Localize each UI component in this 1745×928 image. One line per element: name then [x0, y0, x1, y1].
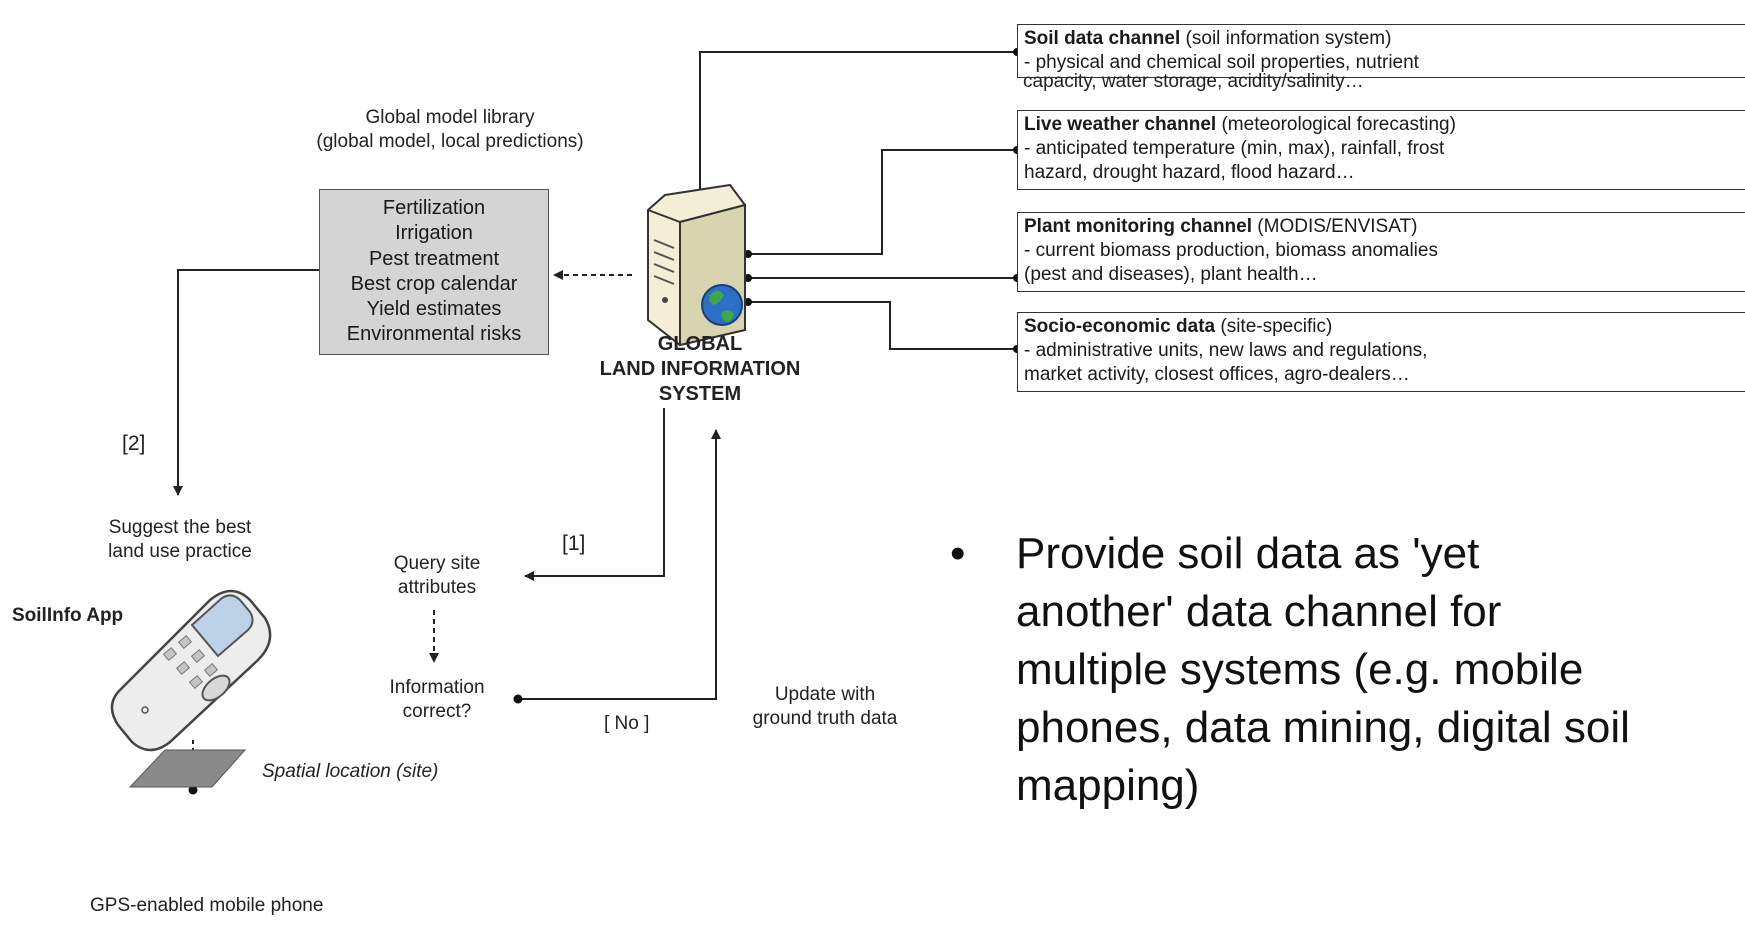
- service-item: Yield estimates: [366, 298, 502, 321]
- channel-desc-1: - physical and chemical soil properties,…: [1024, 52, 1419, 73]
- globe-icon: [701, 284, 743, 326]
- channel-plant: Plant monitoring channel (MODIS/ENVISAT)…: [1017, 212, 1745, 292]
- server-label: GLOBAL LAND INFORMATION SYSTEM: [570, 332, 830, 407]
- service-item: Pest treatment: [368, 247, 500, 270]
- arrow-step1: [524, 408, 665, 581]
- step-2-label: [2]: [122, 432, 146, 455]
- phone-label: GPS-enabled mobile phone: [90, 895, 324, 916]
- arrow-update: [518, 429, 721, 700]
- bullet-line-3: multiple systems (e.g. mobile: [1016, 645, 1584, 694]
- server-line-2: LAND INFORMATION: [599, 358, 801, 380]
- phone-icon: [110, 589, 272, 752]
- library-label: Global model library (global model, loca…: [260, 106, 640, 154]
- suggest-label: Suggest the best land use practice: [60, 516, 300, 564]
- channel-desc-2: (pest and diseases), plant health…: [1024, 264, 1318, 285]
- location-label: Spatial location (site): [262, 761, 439, 782]
- connector-soil: [699, 51, 1017, 195]
- bullet-line-1: Provide soil data as 'yet: [1016, 529, 1480, 578]
- channel-subtitle: (MODIS/ENVISAT): [1252, 216, 1418, 237]
- server-line-1: GLOBAL: [657, 333, 743, 355]
- update-line-2: ground truth data: [752, 708, 898, 729]
- query-line-1: Query site: [393, 553, 481, 574]
- channel-title: Plant monitoring channel: [1024, 216, 1253, 237]
- bullet-line-5: mapping): [1016, 761, 1200, 810]
- channel-desc-1: - current biomass production, biomass an…: [1024, 240, 1438, 261]
- channel-subtitle: (soil information system): [1180, 28, 1392, 49]
- suggest-line-2: land use practice: [108, 541, 252, 562]
- info-line-2: correct?: [402, 701, 472, 722]
- channel-title: Soil data channel: [1024, 28, 1181, 49]
- channel-socio: Socio-economic data (site-specific) - ad…: [1017, 312, 1745, 392]
- channel-desc-1: - anticipated temperature (min, max), ra…: [1024, 138, 1445, 159]
- connector-socio: [748, 301, 1017, 350]
- channel-soil-desc-2: capacity, water storage, acidity/salinit…: [1023, 71, 1364, 92]
- query-label: Query site attributes: [362, 552, 512, 600]
- channel-subtitle: (meteorological forecasting): [1216, 114, 1456, 135]
- bullet-line-2: another' data channel for: [1016, 587, 1502, 636]
- info-label: Information correct?: [362, 676, 512, 724]
- services-box: Fertilization Irrigation Pest treatment …: [319, 189, 549, 355]
- channel-title: Live weather channel: [1024, 114, 1217, 135]
- arrow-step2: [173, 269, 319, 496]
- service-item: Fertilization: [382, 197, 486, 219]
- channel-desc-1: - administrative units, new laws and reg…: [1024, 340, 1428, 361]
- app-name-label: SoilInfo App: [12, 605, 124, 626]
- bullet-symbol: •: [950, 529, 966, 578]
- channel-title: Socio-economic data: [1024, 316, 1216, 337]
- step-1-label: [1]: [562, 532, 586, 555]
- service-item: Environmental risks: [346, 323, 522, 346]
- update-label: Update with ground truth data: [725, 683, 925, 731]
- connector-weather: [748, 149, 1017, 255]
- channel-desc-2: market activity, closest offices, agro-d…: [1024, 364, 1410, 385]
- service-item: Irrigation: [395, 222, 473, 245]
- query-line-2: attributes: [397, 577, 477, 598]
- location-parallelogram-icon: [128, 749, 247, 788]
- server-line-3: SYSTEM: [658, 383, 742, 405]
- channel-weather: Live weather channel (meteorological for…: [1017, 110, 1745, 190]
- channel-desc-2: hazard, drought hazard, flood hazard…: [1024, 162, 1355, 183]
- service-item: Best crop calendar: [350, 272, 518, 295]
- channel-subtitle: (site-specific): [1215, 316, 1333, 337]
- library-line-1: Global model library: [365, 107, 535, 128]
- info-line-1: Information: [389, 677, 485, 698]
- suggest-line-1: Suggest the best: [108, 517, 252, 538]
- library-line-2: (global model, local predictions): [316, 131, 584, 152]
- update-line-1: Update with: [774, 684, 876, 705]
- bullet-line-4: phones, data mining, digital soil: [1016, 703, 1630, 752]
- no-label: [ No ]: [604, 713, 650, 734]
- channel-soil: Soil data channel (soil information syst…: [1017, 24, 1745, 78]
